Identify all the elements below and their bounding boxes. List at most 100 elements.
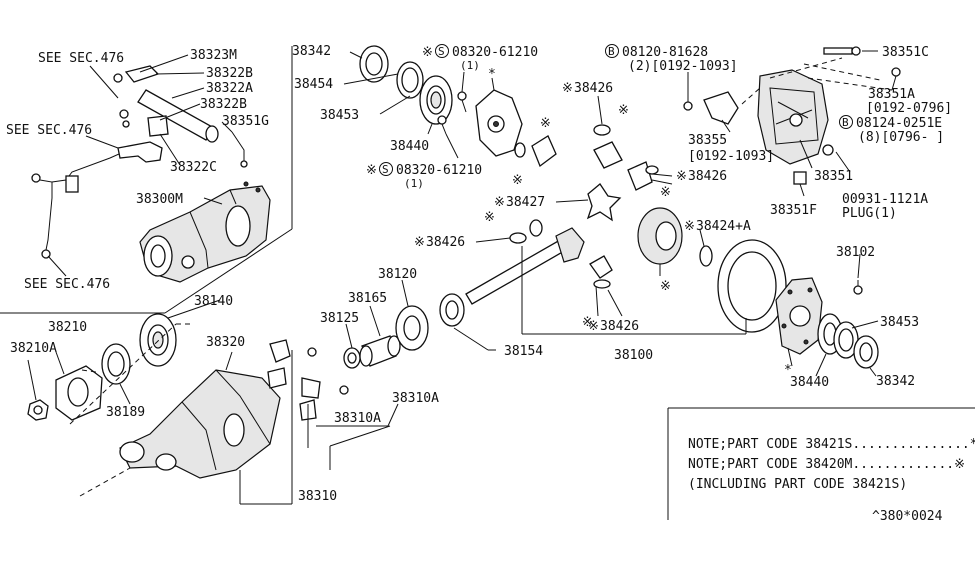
label-plug-name: PLUG(1): [842, 206, 897, 221]
star-marker: ※: [512, 173, 523, 188]
leader-lines-right: [787, 253, 879, 377]
star-marker: ※: [588, 319, 599, 334]
label-38102: 38102: [836, 245, 875, 260]
star-marker: ※: [422, 45, 433, 60]
rear-cover-assembly: [683, 46, 901, 185]
star-marker: ※: [582, 315, 593, 330]
label-38310: 38310: [298, 489, 337, 504]
label-38427: 38427: [506, 195, 545, 210]
label-38322C: 38322C: [170, 160, 217, 175]
label-38125: 38125: [320, 311, 359, 326]
label-38120: 38120: [378, 267, 417, 282]
circle-b-marker: B: [608, 45, 615, 58]
label-bolt-2-code: 08320-61210: [396, 163, 482, 178]
label-b1-qty: (2)[0192-1093]: [628, 59, 738, 74]
note-line-2: NOTE;PART CODE 38420M.............※: [688, 457, 965, 472]
star-marker: ※: [494, 195, 505, 210]
star-marker: ※: [484, 210, 495, 225]
label-38322A: 38322A: [206, 81, 253, 96]
label-38322B-b: 38322B: [200, 97, 247, 112]
notes-box: NOTE;PART CODE 38421S...............* NO…: [667, 407, 975, 520]
star-marker: ※: [660, 185, 671, 200]
label-38426-left: 38426: [426, 235, 465, 250]
label-38154: 38154: [504, 344, 543, 359]
leader-lines-upper-middle: [343, 51, 495, 159]
label-38351F: 38351F: [770, 203, 817, 218]
lower-left-assembly: [27, 313, 349, 479]
label-38355: 38355: [688, 133, 727, 148]
label-38351C: 38351C: [882, 45, 929, 60]
label-see-sec-476-bottom: SEE SEC.476: [24, 277, 110, 292]
label-38310A-lower: 38310A: [334, 411, 381, 426]
label-38440-top: 38440: [390, 139, 429, 154]
label-38426-bottom: 38426: [600, 319, 639, 334]
upper-left-assembly: [31, 65, 271, 283]
label-38424A: 38424+A: [696, 219, 751, 234]
bolt-code-b1: B 08120-81628 (2)[0192-1093]: [605, 44, 738, 74]
note-line-3: (INCLUDING PART CODE 38421S): [688, 477, 907, 492]
star-marker: ※: [414, 235, 425, 250]
label-38342-right: 38342: [876, 374, 915, 389]
differential-case: [775, 277, 879, 369]
label-b2-qty: (8)[0796- ]: [858, 130, 944, 145]
label-38323M: 38323M: [190, 48, 237, 63]
label-38189: 38189: [106, 405, 145, 420]
star-marker: ※: [660, 279, 671, 294]
asterisk-marker: *: [784, 363, 792, 378]
leader-lines-center: [453, 229, 747, 351]
label-bolt-1-qty: (1): [460, 59, 480, 72]
label-38426-top: 38426: [574, 81, 613, 96]
section-frame: [0, 46, 293, 314]
label-38165: 38165: [348, 291, 387, 306]
star-marker: ※: [684, 219, 695, 234]
leader-lines-upper-left: [47, 54, 233, 277]
center-gears: [439, 207, 787, 333]
circle-s-marker: S: [382, 163, 389, 176]
label-38351: 38351: [814, 169, 853, 184]
label-bolt-2-qty: (1): [404, 177, 424, 190]
label-38355-date: [0192-1093]: [688, 149, 774, 164]
star-marker: ※: [618, 103, 629, 118]
bolt-code-1: ※ S 08320-61210 (1): [422, 44, 538, 72]
label-38100: 38100: [614, 348, 653, 363]
label-38454: 38454: [294, 77, 333, 92]
leader-lines-spacers: [345, 279, 409, 349]
star-marker: ※: [562, 81, 573, 96]
label-38310A-upper: 38310A: [392, 391, 439, 406]
label-38300M: 38300M: [136, 192, 183, 207]
label-38342-top: 38342: [292, 44, 331, 59]
label-38210: 38210: [48, 320, 87, 335]
label-38140: 38140: [194, 294, 233, 309]
circle-b-marker: B: [842, 116, 849, 129]
label-b2-code: 08124-0251E: [856, 116, 942, 131]
label-38426-right: 38426: [688, 169, 727, 184]
footer-diagram-code: ^380*0024: [872, 509, 943, 524]
label-38453-top: 38453: [320, 108, 359, 123]
asterisk-marker: *: [488, 67, 496, 82]
label-bolt-1-code: 08320-61210: [452, 45, 538, 60]
label-38351G: 38351G: [222, 114, 269, 129]
label-see-sec-476-top: SEE SEC.476: [38, 51, 124, 66]
label-38322B-a: 38322B: [206, 66, 253, 81]
label-38320: 38320: [206, 335, 245, 350]
star-marker: ※: [366, 163, 377, 178]
label-38351A-date: [0192-0796]: [866, 101, 952, 116]
label-b1-code: 08120-81628: [622, 45, 708, 60]
bolt-code-b2: B 08124-0251E (8)[0796- ]: [839, 115, 944, 145]
star-marker: ※: [540, 116, 551, 131]
label-38440-right: 38440: [790, 375, 829, 390]
leader-lines-lower-left: [27, 299, 399, 505]
star-marker: ※: [676, 169, 687, 184]
label-38210A: 38210A: [10, 341, 57, 356]
circle-s-marker: S: [438, 45, 445, 58]
leader-lines-rear-cover: [687, 50, 893, 197]
note-line-1: NOTE;PART CODE 38421S...............*: [688, 437, 975, 452]
label-see-sec-476-mid: SEE SEC.476: [6, 123, 92, 138]
label-plug-code: 00931-1121A: [842, 192, 928, 207]
upper-middle-parts: [359, 45, 659, 244]
bolt-code-2: ※ S 08320-61210 (1): [366, 162, 482, 190]
label-38453-right: 38453: [880, 315, 919, 330]
label-38351A: 38351A: [868, 87, 915, 102]
pinion-spacers: [343, 305, 429, 369]
